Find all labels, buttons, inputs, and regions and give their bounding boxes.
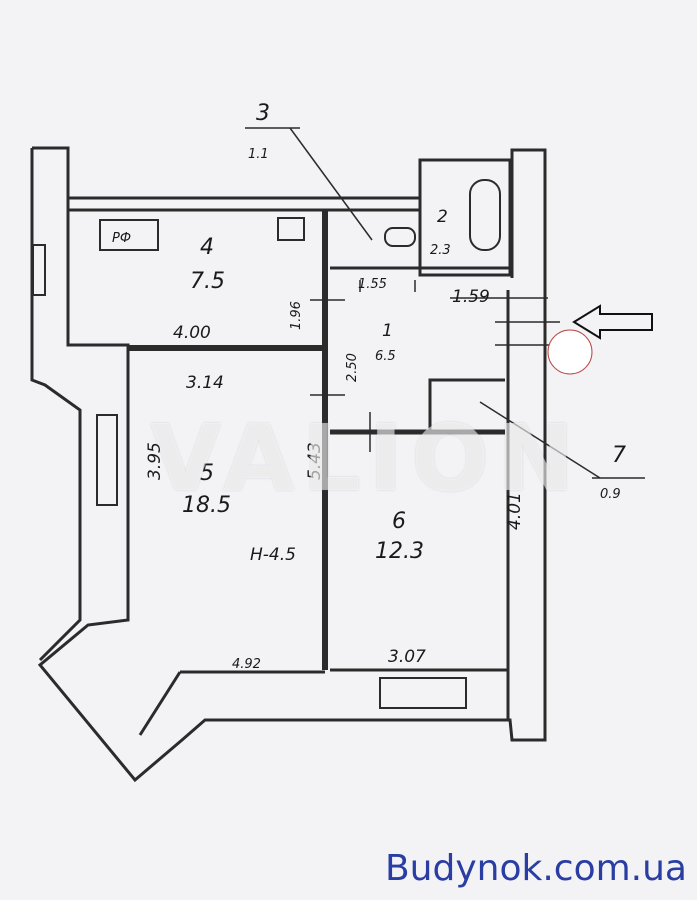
dim-492: 4.92 bbox=[232, 657, 261, 672]
room4-number: 4 bbox=[200, 235, 214, 260]
entrance-arrow-icon bbox=[572, 304, 653, 340]
dim-307: 3.07 bbox=[388, 647, 426, 667]
room2-area: 2.3 bbox=[430, 243, 451, 258]
bathroom-outline bbox=[418, 158, 512, 277]
stove-label: РФ bbox=[112, 231, 131, 246]
room5-area: 18.5 bbox=[182, 493, 231, 518]
watermark: VALION bbox=[150, 405, 583, 512]
dim-314: 3.14 bbox=[186, 373, 224, 393]
room6-number: 6 bbox=[392, 509, 406, 534]
dim-196: 1.96 bbox=[289, 301, 304, 330]
ceiling-height: H-4.5 bbox=[250, 545, 296, 565]
room1-area: 6.5 bbox=[375, 349, 396, 364]
brand-link[interactable]: Budynok.com.ua bbox=[384, 848, 687, 889]
dim-401: 4.01 bbox=[505, 492, 525, 530]
dim-395: 3.95 bbox=[145, 442, 165, 480]
room2-number: 2 bbox=[437, 207, 448, 227]
window-left bbox=[96, 414, 118, 506]
window-top-left bbox=[32, 244, 46, 296]
room1-number: 1 bbox=[382, 321, 393, 341]
kitchen-stove bbox=[99, 219, 159, 251]
kitchen-sink bbox=[277, 217, 305, 241]
room4-area: 7.5 bbox=[190, 269, 225, 294]
room7-number: 7 bbox=[612, 443, 626, 468]
toilet bbox=[384, 227, 416, 247]
dim-400: 4.00 bbox=[173, 323, 211, 343]
closet-outline bbox=[428, 378, 505, 432]
exterior-wall-left bbox=[32, 146, 547, 783]
entrance-marker-icon bbox=[547, 329, 593, 375]
dim-543: 5.43 bbox=[305, 442, 325, 480]
room3-area: 1.1 bbox=[248, 147, 269, 162]
dim-159: 1.59 bbox=[452, 287, 490, 307]
room6-area: 12.3 bbox=[375, 539, 424, 564]
exterior-wall-left-inner bbox=[30, 148, 82, 662]
dim-155: 1.55 bbox=[358, 277, 387, 292]
room3-number: 3 bbox=[256, 101, 270, 126]
window-room6 bbox=[379, 677, 467, 709]
room7-area: 0.9 bbox=[600, 487, 621, 502]
room5-number: 5 bbox=[200, 461, 214, 486]
bathtub bbox=[469, 179, 501, 251]
dim-250: 2.50 bbox=[345, 353, 360, 382]
